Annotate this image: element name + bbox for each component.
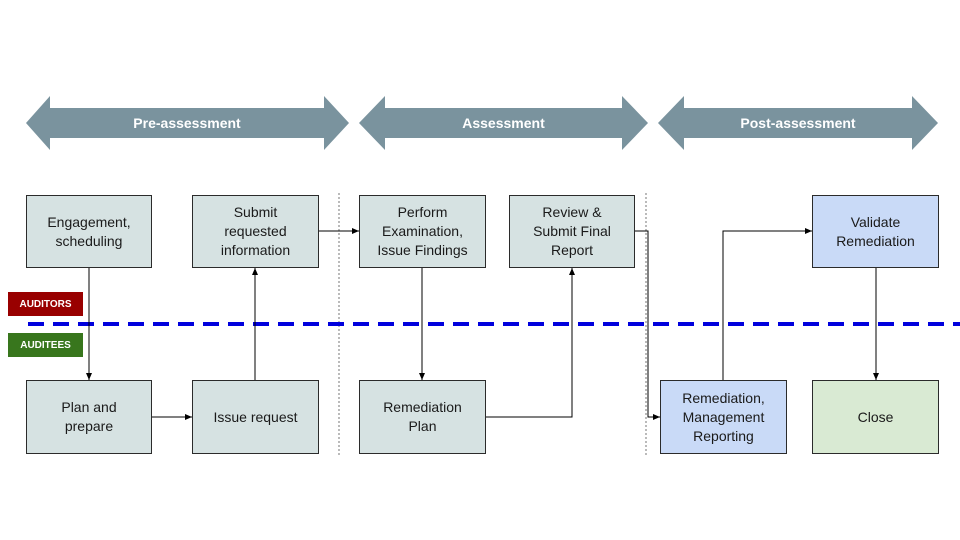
connector-remediation-plan-to-review [486,268,575,418]
phase-label-post-assessment: Post-assessment [740,115,856,131]
node-label: Submit requested information [220,204,291,258]
phase-arrow-post-assessment [658,96,938,150]
node-label: Perform Examination, Issue Findings [377,204,468,258]
phase-label-pre-assessment: Pre-assessment [133,115,241,131]
node-label: Close [857,408,894,425]
node-label: Remediation Plan [383,399,462,434]
node-label: Engagement, scheduling [47,213,131,249]
lane-tag-auditors: AUDITORS [8,292,83,316]
node-remediation-management-reporting: Remediation, Management Reporting [660,380,787,454]
node-plan-and-prepare: Plan and prepare [26,380,152,454]
phase-label-assessment: Assessment [462,115,545,131]
node-label: Plan and prepare [61,399,117,434]
node-label: Issue request [213,408,298,425]
lane-tag-auditees: AUDITEES [8,333,83,357]
connector-remediation-reporting-to-validate [722,228,812,380]
node-label: Validate Remediation [836,213,915,249]
node-perform-examination: Perform Examination, Issue Findings [359,195,486,268]
node-submit-requested-information: Submit requested information [192,195,319,268]
node-label: Remediation, Management Reporting [682,389,765,444]
connector-review-to-remediation-reporting [635,230,660,420]
node-label: Review & Submit Final Report [533,204,611,258]
node-review-submit-final-report: Review & Submit Final Report [509,195,635,268]
node-remediation-plan: Remediation Plan [359,380,486,454]
phase-arrow-assessment [359,96,648,150]
node-validate-remediation: Validate Remediation [812,195,939,268]
phase-arrow-pre-assessment [26,96,349,150]
node-close: Close [812,380,939,454]
node-engagement-scheduling: Engagement, scheduling [26,195,152,268]
node-issue-request: Issue request [192,380,319,454]
